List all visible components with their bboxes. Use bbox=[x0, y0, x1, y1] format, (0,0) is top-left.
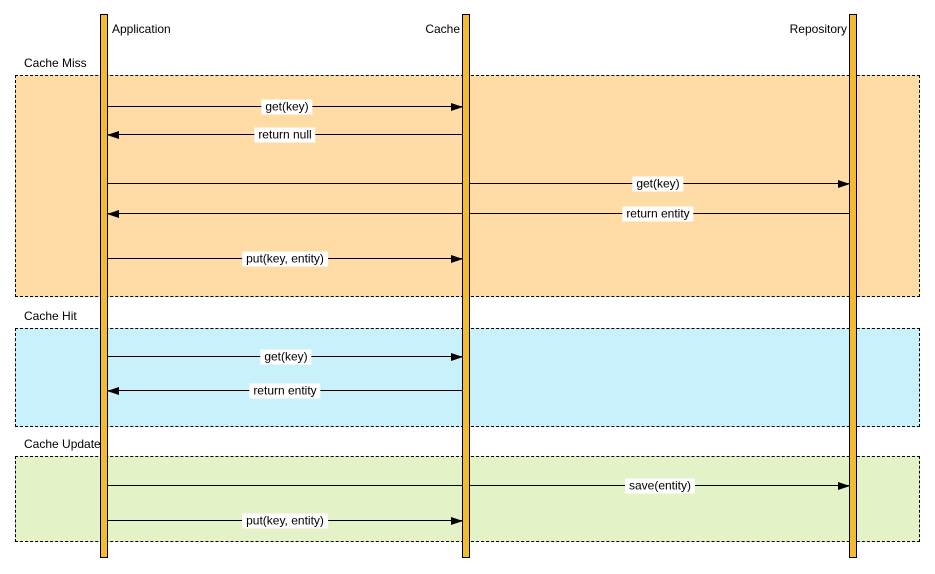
message-label: return null bbox=[254, 127, 316, 143]
message-arrow: return null bbox=[107, 127, 462, 143]
message-label: get(key) bbox=[260, 349, 312, 365]
message-label: put(key, entity) bbox=[242, 251, 328, 267]
actor-label-repository: Repository bbox=[789, 22, 847, 36]
arrowhead-left-icon bbox=[107, 387, 119, 395]
actor-label-application: Application bbox=[112, 22, 171, 36]
message-arrow: put(key, entity) bbox=[108, 251, 463, 267]
arrowhead-right-icon bbox=[451, 103, 463, 111]
arrowhead-right-icon bbox=[451, 517, 463, 525]
arrowhead-left-icon bbox=[107, 131, 119, 139]
message-label: return entity bbox=[622, 206, 694, 222]
arrowhead-left-icon bbox=[107, 210, 119, 218]
cache-hit-label: Cache Hit bbox=[22, 309, 79, 323]
message-arrow: put(key, entity) bbox=[108, 513, 463, 529]
actor-label-cache: Cache bbox=[425, 22, 460, 36]
message-label: get(key) bbox=[632, 176, 684, 192]
message-arrow: return entity bbox=[107, 206, 849, 222]
repository-lifeline bbox=[849, 14, 857, 558]
application-lifeline bbox=[100, 14, 108, 558]
message-label: get(key) bbox=[261, 99, 313, 115]
message-label: put(key, entity) bbox=[242, 513, 328, 529]
cache-lifeline bbox=[462, 14, 470, 558]
message-arrow: save(entity) bbox=[108, 478, 850, 494]
message-arrow: return entity bbox=[107, 383, 462, 399]
arrowhead-right-icon bbox=[451, 255, 463, 263]
message-arrow: get(key) bbox=[108, 349, 463, 365]
cache-update-label: Cache Update bbox=[22, 437, 103, 451]
message-label: save(entity) bbox=[624, 478, 696, 494]
cache-miss-label: Cache Miss bbox=[22, 56, 89, 70]
arrowhead-right-icon bbox=[451, 353, 463, 361]
message-arrow: get(key) bbox=[108, 176, 850, 192]
arrowhead-right-icon bbox=[838, 482, 850, 490]
message-arrow: get(key) bbox=[108, 99, 463, 115]
message-label: return entity bbox=[249, 383, 321, 399]
arrowhead-right-icon bbox=[838, 180, 850, 188]
